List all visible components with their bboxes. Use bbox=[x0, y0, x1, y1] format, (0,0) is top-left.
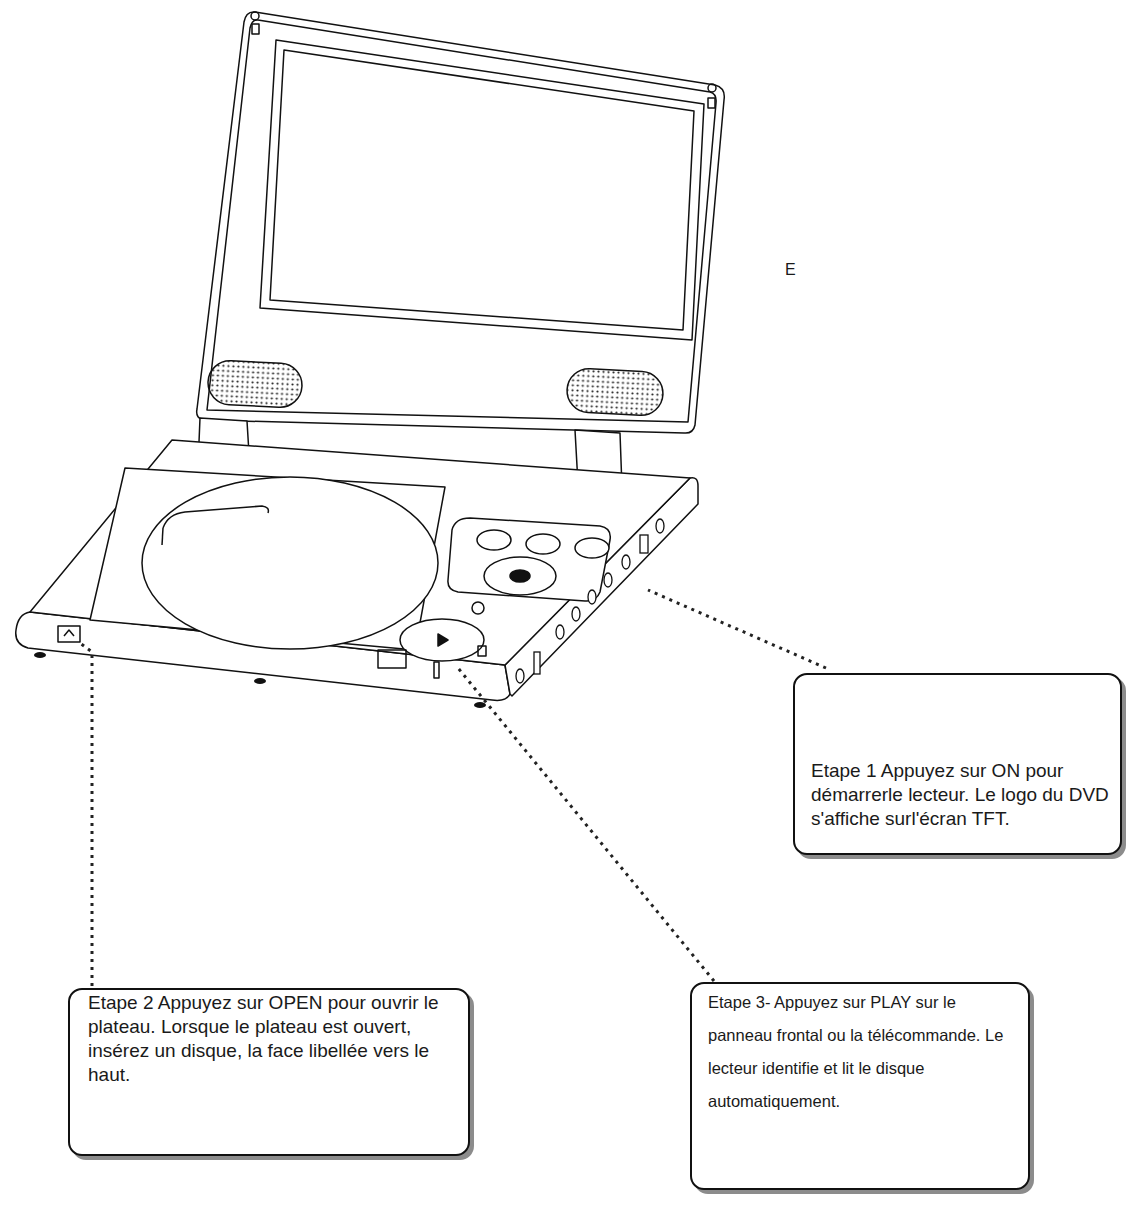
step-instruction: Etape 3- Appuyez sur PLAY sur le panneau… bbox=[708, 986, 1024, 1118]
leader-line bbox=[80, 590, 826, 986]
side-port bbox=[622, 555, 630, 569]
player-lid bbox=[197, 12, 725, 433]
player-foot bbox=[474, 702, 486, 708]
player-base bbox=[478, 646, 486, 656]
stray-label: E bbox=[785, 261, 796, 279]
step-callout-box: Etape 2 Appuyez sur OPEN pour ouvrir le … bbox=[68, 988, 470, 1156]
player-base bbox=[477, 530, 511, 550]
player-base bbox=[90, 468, 445, 650]
player-base bbox=[575, 538, 609, 558]
player-lid bbox=[708, 84, 716, 92]
side-port bbox=[516, 519, 664, 683]
step-callout-box: Etape 3- Appuyez sur PLAY sur le panneau… bbox=[690, 982, 1030, 1190]
player-lid bbox=[251, 12, 259, 20]
leader-line bbox=[648, 590, 826, 668]
leader-line bbox=[458, 668, 714, 981]
player-base bbox=[510, 570, 530, 582]
player-lid bbox=[566, 368, 664, 417]
side-port bbox=[556, 625, 564, 639]
side-port bbox=[534, 652, 540, 674]
player-lid bbox=[270, 50, 694, 330]
player-base bbox=[64, 630, 74, 636]
step-callout-box: Etape 1 Appuyez sur ON pour démarrerle l… bbox=[793, 673, 1122, 855]
player-lid bbox=[260, 40, 704, 340]
player-foot bbox=[34, 652, 486, 708]
player-base bbox=[472, 602, 484, 614]
leader-line bbox=[80, 643, 92, 986]
player-lid bbox=[708, 98, 715, 108]
side-port bbox=[516, 669, 524, 683]
player-base bbox=[526, 534, 560, 554]
player-base bbox=[30, 440, 690, 665]
side-port bbox=[588, 590, 596, 604]
player-base bbox=[400, 619, 484, 661]
player-base bbox=[58, 626, 80, 642]
player-lid bbox=[207, 20, 716, 422]
side-port bbox=[656, 519, 664, 533]
player-base bbox=[142, 477, 438, 649]
step-instruction: Etape 1 Appuyez sur ON pour démarrerle l… bbox=[811, 759, 1116, 831]
side-port bbox=[640, 535, 648, 553]
player-lid bbox=[252, 24, 259, 34]
player-foot bbox=[34, 652, 46, 658]
player-base bbox=[438, 634, 448, 646]
step-instruction: Etape 2 Appuyez sur OPEN pour ouvrir le … bbox=[88, 991, 464, 1087]
player-base bbox=[378, 650, 406, 668]
player-foot bbox=[254, 678, 266, 684]
player-base bbox=[434, 662, 439, 678]
player-lid bbox=[197, 12, 725, 433]
side-port bbox=[572, 607, 580, 621]
player-base bbox=[448, 518, 610, 601]
player-base bbox=[163, 506, 268, 528]
player-base bbox=[484, 557, 556, 595]
player-base bbox=[162, 528, 163, 545]
player-lid bbox=[207, 360, 303, 409]
side-port bbox=[604, 573, 612, 587]
player-base bbox=[16, 440, 698, 700]
